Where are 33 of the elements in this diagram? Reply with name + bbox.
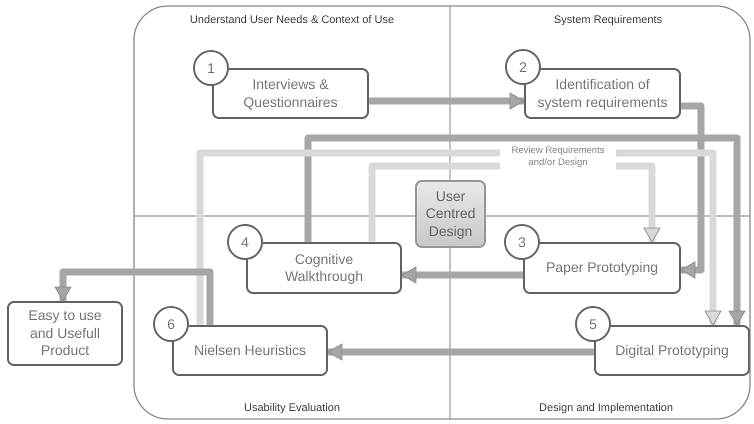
step-number bbox=[193, 50, 229, 86]
arrow bbox=[680, 102, 704, 278]
quadrant-title: Design and Implementation bbox=[539, 402, 673, 414]
step-number bbox=[504, 224, 540, 260]
arrow bbox=[328, 344, 594, 360]
box-label: Interviews & Questionnaires bbox=[242, 76, 339, 111]
step-number bbox=[153, 306, 189, 342]
step-number bbox=[575, 306, 611, 342]
quadrant-title: System Requirements bbox=[554, 14, 662, 26]
box-label: User Centred Design bbox=[424, 188, 476, 240]
arrow bbox=[369, 92, 524, 110]
arrow bbox=[402, 266, 523, 284]
box-label: Cognitive Walkthrough bbox=[284, 250, 364, 286]
quadrant-title: Usability Evaluation bbox=[244, 402, 340, 414]
step-number bbox=[505, 49, 541, 85]
arrow bbox=[54, 268, 214, 325]
step-number-text: 2 bbox=[519, 59, 527, 75]
step-number-text: 5 bbox=[589, 316, 597, 332]
step-number bbox=[227, 224, 263, 260]
step-number-text: 3 bbox=[518, 234, 526, 250]
step-number-text: 6 bbox=[167, 316, 175, 332]
step-number-text: 4 bbox=[241, 234, 249, 250]
box-label: Paper Prototyping bbox=[546, 259, 658, 277]
box-label: Identification of system requirements bbox=[536, 76, 668, 111]
arrow bbox=[304, 134, 746, 326]
step-number-text: 1 bbox=[207, 60, 215, 76]
center-box bbox=[415, 180, 486, 248]
box-label: Nielsen Heuristics bbox=[194, 342, 306, 360]
box-label: Easy to use and Usefull Product bbox=[27, 307, 103, 360]
quadrant-title: Understand User Needs & Context of Use bbox=[190, 14, 394, 26]
outcome-box bbox=[7, 301, 123, 366]
edge-label: Review Requirements and/or Design bbox=[500, 145, 616, 170]
box-label: Digital Prototyping bbox=[615, 342, 729, 360]
